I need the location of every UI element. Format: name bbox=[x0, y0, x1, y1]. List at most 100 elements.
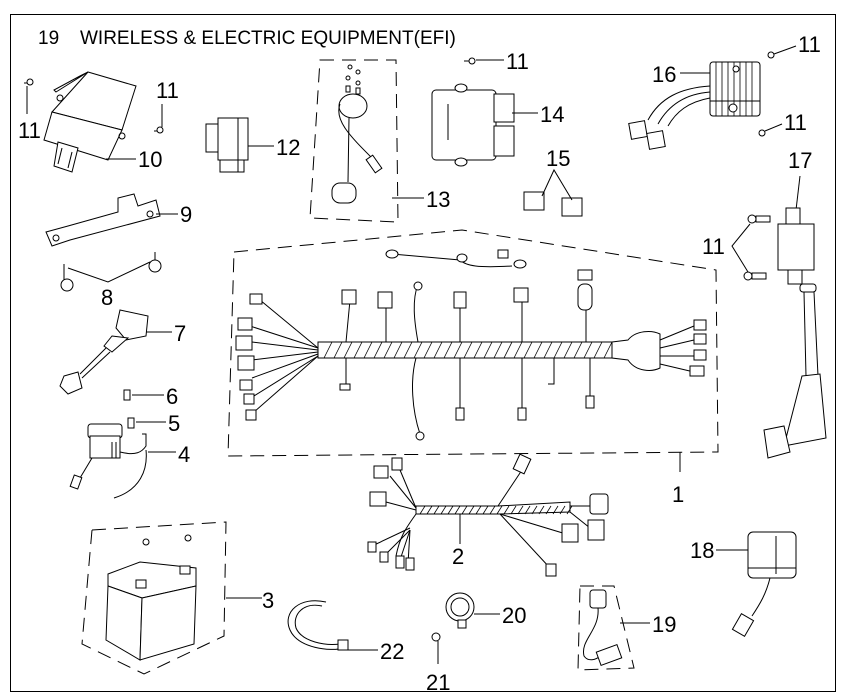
callout-11: 11 bbox=[506, 49, 529, 74]
part-15-relays[interactable] bbox=[523, 191, 583, 217]
part-18-flasher[interactable] bbox=[731, 531, 797, 637]
callout-22: 22 bbox=[380, 639, 404, 664]
part-6-fuse[interactable] bbox=[123, 389, 131, 401]
harness-sleeve-hatch bbox=[538, 505, 545, 515]
callout-16: 16 bbox=[652, 62, 676, 87]
harness-sleeve-hatch bbox=[413, 341, 423, 359]
callout-6: 6 bbox=[166, 384, 178, 409]
harness-sleeve-hatch bbox=[545, 505, 552, 515]
callout-3: 3 bbox=[262, 588, 274, 613]
harness-sleeve-hatch bbox=[475, 505, 482, 515]
part-3-battery[interactable] bbox=[105, 534, 197, 661]
callout-21: 21 bbox=[426, 670, 450, 695]
callout-11: 11 bbox=[702, 234, 725, 259]
harness-sleeve-hatch bbox=[453, 341, 463, 359]
harness-sleeve-hatch bbox=[603, 341, 613, 359]
part-13-starter-relay[interactable] bbox=[331, 64, 383, 204]
harness-sleeve-hatch bbox=[573, 341, 583, 359]
harness-sleeve-hatch bbox=[440, 505, 447, 515]
callout-1: 1 bbox=[672, 482, 684, 507]
section-number: 19 bbox=[38, 28, 59, 49]
harness-sleeve-hatch bbox=[496, 505, 503, 515]
part-16-regulator[interactable] bbox=[628, 61, 761, 150]
harness-sleeve-hatch bbox=[553, 341, 563, 359]
part-1-main-harness[interactable] bbox=[235, 249, 707, 441]
callout-11: 11 bbox=[156, 78, 179, 103]
callout-11: 11 bbox=[18, 118, 41, 143]
harness-sleeve-hatch bbox=[463, 341, 473, 359]
harness-sleeve-hatch bbox=[563, 341, 573, 359]
harness-sleeve-hatch bbox=[503, 341, 513, 359]
harness-sleeve-hatch bbox=[423, 341, 433, 359]
part-19-sensor[interactable] bbox=[583, 589, 623, 666]
harness-sleeve-hatch bbox=[517, 505, 524, 515]
bolt-icon bbox=[758, 123, 783, 137]
harness-sleeve-hatch bbox=[433, 341, 443, 359]
harness-sleeve-hatch bbox=[510, 505, 517, 515]
callout-18: 18 bbox=[690, 538, 714, 563]
harness-sleeve-hatch bbox=[403, 341, 413, 359]
harness-sleeve-hatch bbox=[461, 505, 468, 515]
harness-sleeve-hatch bbox=[583, 341, 593, 359]
harness-sleeve-hatch bbox=[447, 505, 454, 515]
callout-10: 10 bbox=[138, 147, 162, 172]
part-1-group-box bbox=[227, 229, 719, 457]
part-4-fuse-holder[interactable] bbox=[69, 423, 147, 499]
part-12-relay[interactable] bbox=[205, 117, 249, 173]
part-22-battery-strap[interactable] bbox=[287, 600, 349, 651]
harness-sleeve-hatch bbox=[531, 505, 538, 515]
harness-sleeve-hatch bbox=[483, 341, 493, 359]
callout-8: 8 bbox=[101, 285, 113, 310]
harness-sleeve-hatch bbox=[593, 341, 603, 359]
bolt-icon bbox=[743, 214, 771, 281]
harness-sleeve-hatch bbox=[533, 341, 543, 359]
part-3-group-box bbox=[81, 521, 227, 675]
harness-sleeve-hatch bbox=[393, 341, 403, 359]
harness-sleeve-hatch bbox=[489, 505, 496, 515]
part-9-bracket[interactable] bbox=[45, 193, 161, 247]
callout-15: 15 bbox=[546, 146, 570, 171]
callout-5: 5 bbox=[168, 411, 180, 436]
bolt-icon bbox=[154, 104, 164, 134]
callout-13: 13 bbox=[426, 187, 450, 212]
callout-4: 4 bbox=[178, 442, 190, 467]
callout-2: 2 bbox=[452, 544, 464, 569]
callout-11: 11 bbox=[784, 110, 807, 135]
bolt-icon bbox=[464, 57, 476, 65]
harness-sleeve-hatch bbox=[523, 341, 533, 359]
part-19-group-box bbox=[577, 585, 635, 671]
harness-sleeve-hatch bbox=[473, 341, 483, 359]
part-13-group-box bbox=[309, 59, 399, 223]
harness-sleeve-hatch bbox=[383, 341, 393, 359]
callout-19: 19 bbox=[652, 612, 676, 637]
part-14-ecu[interactable] bbox=[431, 83, 515, 167]
part-2-sub-harness[interactable] bbox=[367, 453, 609, 577]
part-5-fuse[interactable] bbox=[127, 417, 135, 429]
callout-12: 12 bbox=[276, 135, 300, 160]
callout-14: 14 bbox=[540, 102, 564, 127]
harness-sleeve-hatch bbox=[543, 341, 553, 359]
part-7-relay-connector[interactable] bbox=[59, 309, 149, 395]
part-21-bolt[interactable] bbox=[431, 632, 441, 664]
harness-sleeve-hatch bbox=[419, 505, 426, 515]
harness-sleeve-hatch bbox=[468, 505, 475, 515]
harness-sleeve-hatch bbox=[363, 341, 373, 359]
harness-sleeve-hatch bbox=[493, 341, 503, 359]
part-10-cdi-unit[interactable] bbox=[43, 71, 137, 173]
part-17-ignition-coil[interactable] bbox=[763, 207, 827, 459]
bolt-icon bbox=[767, 45, 797, 59]
harness-sleeve-hatch bbox=[333, 341, 343, 359]
harness-sleeve-hatch bbox=[566, 505, 573, 515]
harness-sleeve-hatch bbox=[454, 505, 461, 515]
harness-sleeve-hatch bbox=[482, 505, 489, 515]
harness-sleeve-hatch bbox=[503, 505, 510, 515]
harness-sleeve-hatch bbox=[524, 505, 531, 515]
harness-sleeve-hatch bbox=[426, 505, 433, 515]
harness-sleeve-hatch bbox=[353, 341, 363, 359]
harness-sleeve-hatch bbox=[343, 341, 353, 359]
diagram-title: WIRELESS & ELECTRIC EQUIPMENT(EFI) bbox=[80, 28, 456, 49]
part-20-horn[interactable] bbox=[445, 592, 475, 629]
harness-sleeve-hatch bbox=[513, 341, 523, 359]
callout-17: 17 bbox=[788, 148, 812, 173]
part-8-screws[interactable] bbox=[60, 252, 162, 292]
